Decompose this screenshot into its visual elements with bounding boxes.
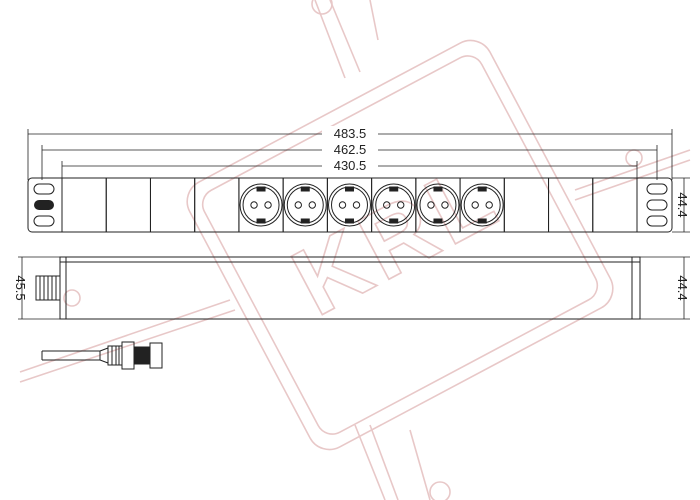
socket-pin-hole: [427, 201, 435, 209]
socket-pin-hole: [383, 201, 391, 209]
side-start-bracket: [59, 256, 67, 320]
watermark-line: [19, 309, 236, 383]
watermark-logo: KRL: [19, 0, 691, 500]
side-view: [35, 256, 641, 320]
side-end-bracket: [631, 256, 641, 320]
watermark-circle: [429, 481, 451, 500]
socket-earth-clip: [477, 218, 487, 224]
socket-recess: [286, 186, 324, 224]
power-cord: [41, 341, 163, 370]
blank-module: [61, 177, 107, 233]
power-switch-icon: [34, 200, 54, 210]
socket-earth-clip: [300, 218, 310, 224]
socket-recess: [242, 186, 280, 224]
socket-module: [238, 177, 284, 233]
mount-hole-right-bottom: [646, 215, 668, 227]
socket-pin-hole: [250, 201, 258, 209]
mount-hole-right-top: [646, 183, 668, 195]
socket-earth-clip: [389, 186, 399, 192]
mount-hole-right-mid: [646, 199, 668, 211]
schuko-socket-icon: [328, 183, 371, 227]
socket-pin-hole: [485, 201, 493, 209]
watermark-circle: [625, 149, 643, 167]
dim-label-bg: [322, 126, 378, 141]
dim-label-bg: [322, 158, 378, 173]
socket-earth-clip: [477, 186, 487, 192]
socket-pin-hole: [338, 201, 347, 209]
socket-earth-clip: [389, 218, 399, 224]
blank-module: [592, 177, 638, 233]
schuko-socket-icon: [239, 183, 283, 227]
socket-earth-clip: [345, 218, 354, 224]
socket-earth-clip: [433, 186, 443, 192]
watermark-line: [574, 149, 691, 191]
watermark-line: [369, 424, 399, 500]
socket-earth-clip: [256, 186, 266, 192]
socket-earth-clip: [300, 186, 310, 192]
schuko-socket-icon: [283, 183, 327, 227]
plug-head: [149, 342, 163, 369]
dim-label-bg: [322, 142, 378, 157]
socket-pin-hole: [308, 201, 316, 209]
socket-pin-hole: [397, 201, 405, 209]
front-height-dimension: [672, 177, 690, 233]
watermark-line: [574, 159, 691, 201]
socket-pin-hole: [294, 201, 302, 209]
dim-label-body-width: 430.5: [334, 158, 367, 173]
watermark-line: [354, 424, 386, 500]
watermark-line: [329, 0, 361, 73]
watermark-text: KRL: [276, 141, 516, 337]
watermark-line: [409, 429, 431, 500]
dim-label-mount-spacing: 462.5: [334, 142, 367, 157]
mount-hole-left-top: [33, 183, 55, 195]
schuko-socket-icon: [416, 183, 460, 227]
blank-module: [194, 177, 240, 233]
socket-pin-hole: [352, 201, 361, 209]
socket-pin-hole: [264, 201, 272, 209]
dim-label-overall-width: 483.5: [334, 126, 367, 141]
front-view: [27, 177, 673, 233]
schuko-socket-icon: [460, 183, 504, 227]
watermark-frame: [186, 39, 614, 451]
watermark-line: [314, 0, 346, 79]
watermark-line: [369, 0, 379, 41]
watermark-circle: [63, 289, 81, 307]
socket-pin-hole: [471, 201, 479, 209]
socket-earth-clip: [433, 218, 443, 224]
dim-label-side-height-right: 44.4: [675, 275, 690, 300]
watermark-circle: [311, 0, 333, 15]
schuko-socket-icon: [372, 183, 416, 227]
socket-pin-hole: [441, 201, 449, 209]
blank-module: [105, 177, 151, 233]
watermark-line: [19, 299, 231, 373]
socket-earth-clip: [345, 186, 354, 192]
mount-hole-left-bottom: [33, 215, 55, 227]
cable-gland-ribs: [39, 276, 57, 300]
front-modules: [61, 177, 638, 233]
dim-label-side-height-left: 45.5: [13, 275, 28, 300]
side-height-right-dimension: [640, 256, 690, 320]
dim-label-front-height: 44.4: [675, 192, 690, 217]
socket-earth-clip: [256, 218, 266, 224]
blank-module: [503, 177, 550, 233]
side-height-left-dimension: [18, 256, 60, 320]
plug-connector-icon: [133, 346, 151, 365]
